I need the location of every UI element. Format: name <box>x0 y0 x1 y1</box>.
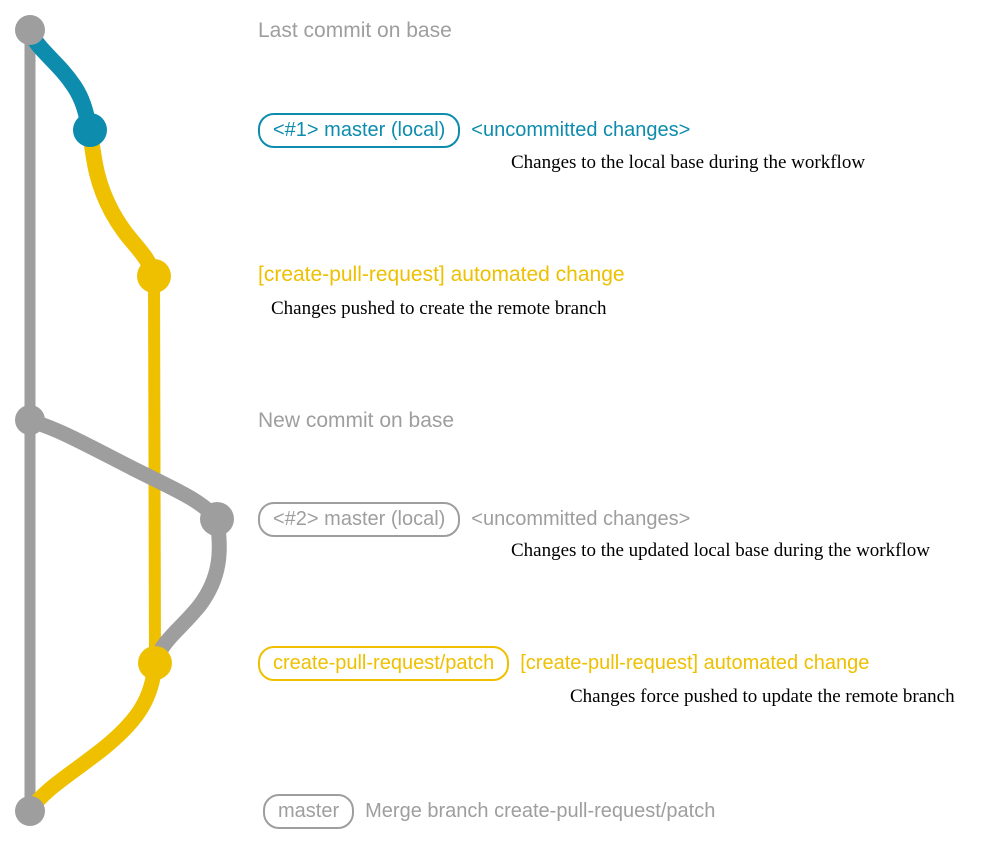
commit-node-base-new-commit[interactable] <box>15 405 45 435</box>
branch-badge-master[interactable]: master <box>263 794 355 829</box>
entry-last-commit-on-base-headline: Last commit on base <box>258 19 452 42</box>
merge-back-line <box>22 656 163 818</box>
commit-subject-uncommitted-changes-2: <uncommitted changes> <box>471 508 691 530</box>
branch-badge-master-local-2[interactable]: <#2> master (local) <box>258 502 461 537</box>
commit-subject-merge-branch: Merge branch create-pull-request/patch <box>365 800 716 822</box>
entry-local-changes-2-description: Changes to the updated local base during… <box>511 540 930 561</box>
branch-badge-master-local-1[interactable]: <#1> master (local) <box>258 113 461 148</box>
local-branch-2-line <box>22 413 225 527</box>
commit-node-remote-commit-2[interactable] <box>138 646 172 680</box>
commit-subject-uncommitted-changes-1: <uncommitted changes> <box>471 119 691 141</box>
commit-node-base-merge-commit[interactable] <box>15 796 45 826</box>
local-branch-1-line <box>22 24 98 138</box>
entry-automated-change-2: create-pull-request/patch [create-pull-r… <box>258 646 869 681</box>
branch-badge-create-pull-request-patch[interactable]: create-pull-request/patch <box>258 646 510 681</box>
entry-automated-change-1-description: Changes pushed to create the remote bran… <box>271 298 607 319</box>
commit-node-remote-commit-1[interactable] <box>137 259 171 293</box>
remote-branch-1-line <box>82 123 162 284</box>
entry-merge-commit: master Merge branch create-pull-request/… <box>263 794 715 829</box>
entry-automated-change-2-description: Changes force pushed to update the remot… <box>570 686 955 707</box>
commit-subject-automated-change-2: [create-pull-request] automated change <box>520 652 870 674</box>
commit-node-local-commit-1[interactable] <box>73 113 107 147</box>
remote-branch-trunk-line <box>148 275 161 664</box>
entry-local-changes-2: <#2> master (local) <uncommitted changes… <box>258 502 690 537</box>
entry-new-commit-on-base-headline: New commit on base <box>258 409 455 432</box>
commit-node-local-commit-2[interactable] <box>200 502 234 536</box>
entry-local-changes-1-description: Changes to the local base during the wor… <box>511 152 866 173</box>
entry-automated-change-1-headline: [create-pull-request] automated change <box>258 263 625 286</box>
local-to-remote-2-line <box>147 512 227 671</box>
entry-local-changes-1: <#1> master (local) <uncommitted changes… <box>258 113 690 148</box>
commit-node-base-last-commit[interactable] <box>15 15 45 45</box>
